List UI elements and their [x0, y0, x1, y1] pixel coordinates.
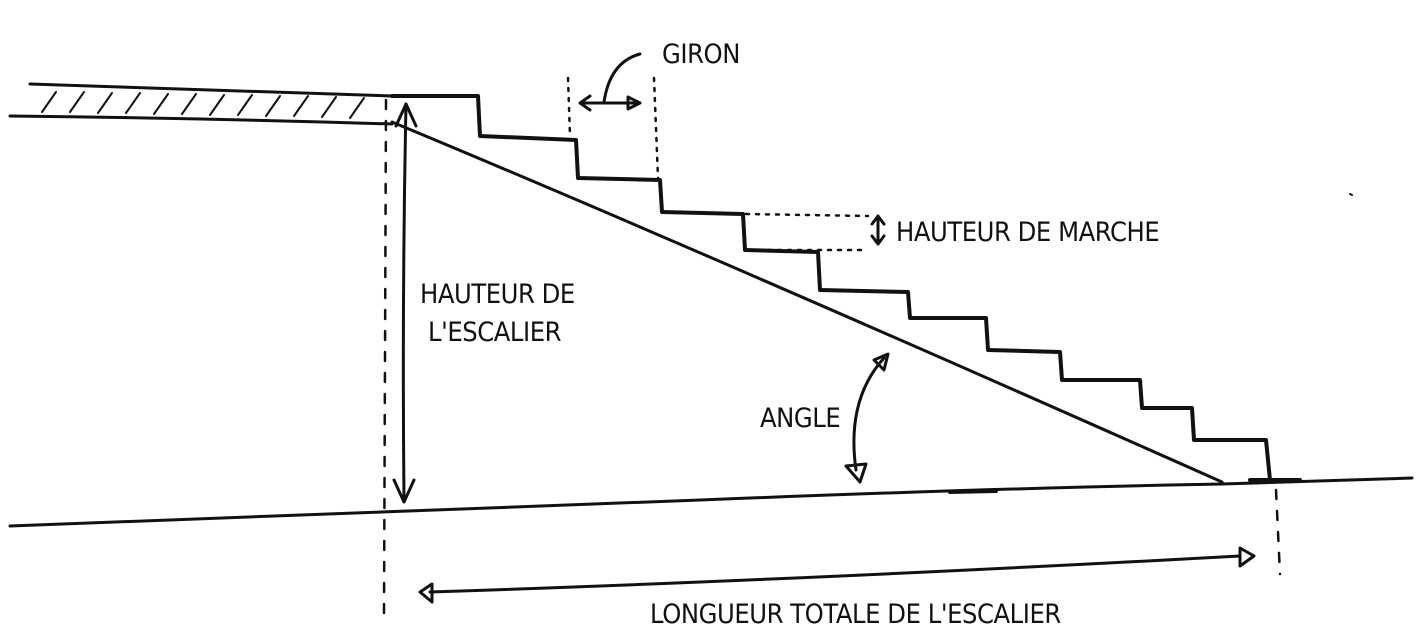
- total-length-label: LONGUEUR TOTALE DE L'ESCALIER: [650, 599, 1061, 630]
- step-height-indicator: [744, 212, 886, 252]
- upper-floor-slab: [8, 82, 394, 126]
- stair-slope-line: [390, 120, 1224, 484]
- step-height-label: HAUTEUR DE MARCHE: [896, 217, 1160, 248]
- ground-line: [8, 476, 1414, 528]
- stair-height-label-line1: HAUTEUR DE: [420, 279, 575, 310]
- angle-indicator: [844, 352, 890, 484]
- stair-height-label-line2: L'ESCALIER: [428, 317, 562, 348]
- stair-height-arrow: [392, 102, 418, 504]
- total-length-arrow: [418, 546, 1256, 604]
- giron-label: GIRON: [662, 39, 740, 70]
- stair-profile: [390, 94, 1272, 482]
- angle-label: ANGLE: [760, 403, 841, 434]
- right-guide-dashed: [1274, 488, 1282, 576]
- ground-line-accent: [948, 489, 998, 494]
- stray-mark: [1349, 193, 1353, 196]
- left-guide-dashed: [382, 98, 388, 616]
- giron-indicator: [566, 52, 660, 180]
